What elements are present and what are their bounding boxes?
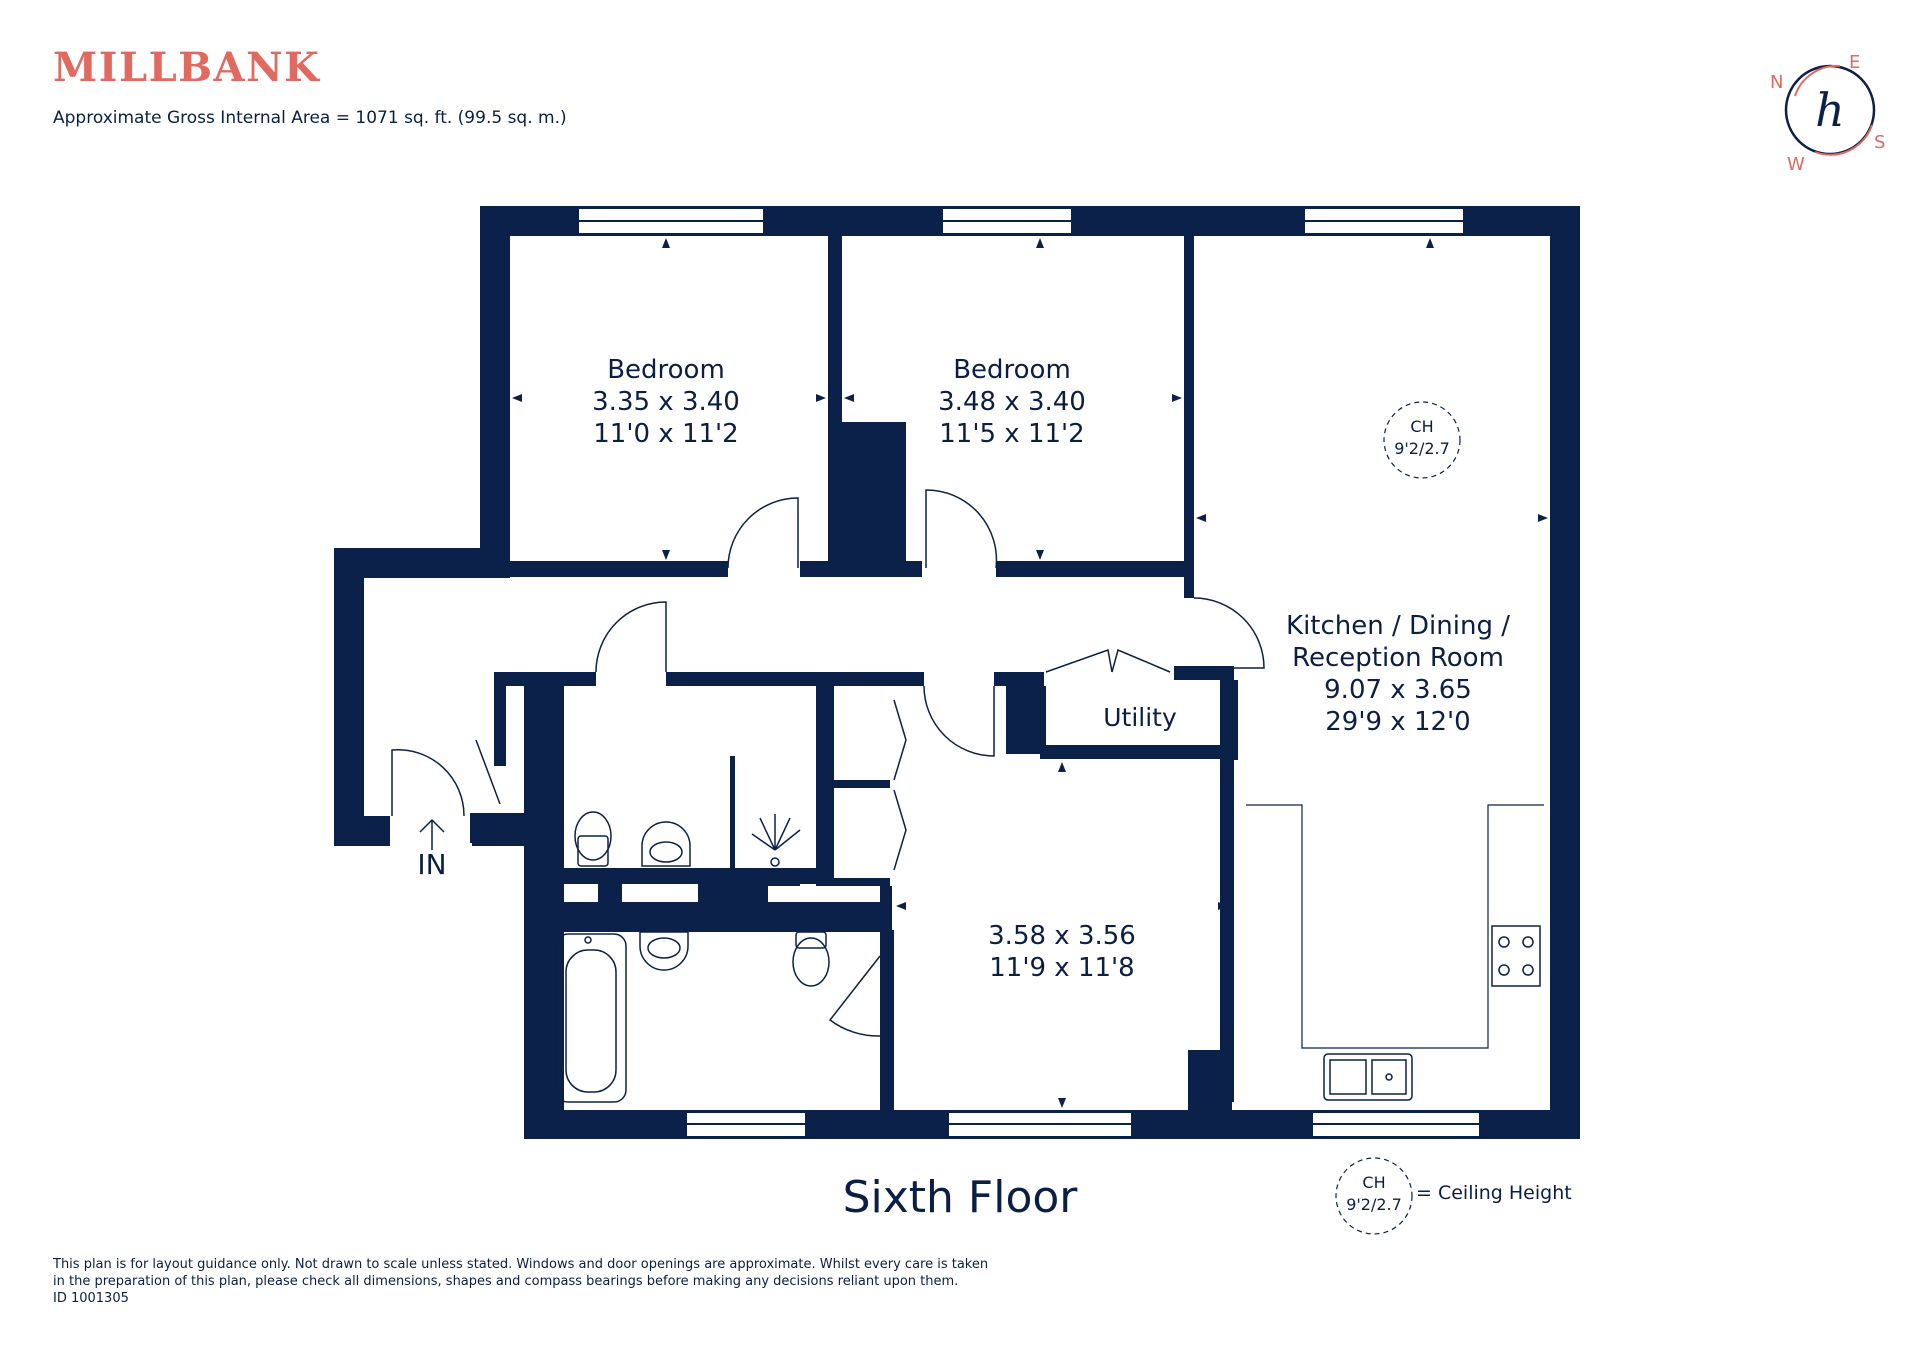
kitchen-worktop bbox=[1246, 804, 1544, 1049]
legend-ceiling-abbr: CH bbox=[1362, 1173, 1385, 1192]
kitchen-imperial: 29'9 x 12'0 bbox=[1325, 707, 1470, 737]
toilet-2-icon bbox=[792, 931, 830, 987]
plan-id: ID 1001305 bbox=[53, 1291, 129, 1306]
door-swings bbox=[391, 489, 1265, 1037]
compass-w: W bbox=[1787, 154, 1805, 175]
room-3-imperial: 11'9 x 11'8 bbox=[989, 953, 1134, 983]
bedroom-1-imperial: 11'0 x 11'2 bbox=[593, 419, 738, 449]
ceiling-height-marker: CH 9'2/2.7 bbox=[1383, 401, 1461, 479]
room-bedroom-3: 3.58 x 3.56 11'9 x 11'8 bbox=[988, 921, 1136, 983]
disclaimer-line-1: This plan is for layout guidance only. N… bbox=[53, 1257, 989, 1272]
legend-ceiling-value: 9'2/2.7 bbox=[1346, 1195, 1402, 1214]
bedroom-1-name: Bedroom bbox=[607, 355, 725, 385]
windows bbox=[577, 207, 1481, 1138]
basin-2-icon bbox=[639, 931, 689, 971]
kitchen-metric: 9.07 x 3.65 bbox=[1324, 675, 1472, 705]
disclaimer-line-2: in the preparation of this plan, please … bbox=[53, 1274, 959, 1289]
gross-internal-area: Approximate Gross Internal Area = 1071 s… bbox=[53, 108, 567, 128]
utility-label: Utility bbox=[1103, 703, 1177, 732]
compass-logo-glyph: h bbox=[1815, 83, 1845, 137]
room-kitchen: Kitchen / Dining / Reception Room 9.07 x… bbox=[1286, 611, 1510, 737]
toilet-icon bbox=[574, 811, 612, 867]
room-bedroom-2: Bedroom 3.48 x 3.40 11'5 x 11'2 bbox=[938, 355, 1086, 449]
brand-logo: MILLBANK bbox=[53, 44, 321, 91]
bedroom-1-metric: 3.35 x 3.40 bbox=[592, 387, 740, 417]
entrance-label: IN bbox=[417, 848, 446, 881]
shower-icon bbox=[751, 814, 801, 867]
legend-label: = Ceiling Height bbox=[1416, 1182, 1572, 1204]
ceiling-abbr: CH bbox=[1410, 417, 1433, 436]
kitchen-line-2: Reception Room bbox=[1292, 643, 1504, 673]
bedroom-2-imperial: 11'5 x 11'2 bbox=[939, 419, 1084, 449]
room-3-metric: 3.58 x 3.56 bbox=[988, 921, 1136, 951]
hob-icon bbox=[1491, 925, 1541, 987]
basin-icon bbox=[641, 821, 691, 867]
entrance-arrow-icon bbox=[419, 818, 445, 850]
room-bedroom-1: Bedroom 3.35 x 3.40 11'0 x 11'2 bbox=[592, 355, 740, 449]
compass-n: N bbox=[1770, 72, 1783, 93]
bedroom-2-name: Bedroom bbox=[953, 355, 1071, 385]
compass-e: E bbox=[1849, 52, 1860, 73]
floor-title: Sixth Floor bbox=[843, 1172, 1079, 1223]
compass-icon: h N E S W bbox=[1770, 52, 1885, 175]
bath-icon bbox=[555, 933, 627, 1103]
bedroom-2-metric: 3.48 x 3.40 bbox=[938, 387, 1086, 417]
compass-s: S bbox=[1874, 132, 1885, 153]
kitchen-sink-icon bbox=[1323, 1053, 1413, 1101]
sanitaryware bbox=[555, 811, 830, 1103]
ceiling-value: 9'2/2.7 bbox=[1394, 439, 1450, 458]
disclaimer: This plan is for layout guidance only. N… bbox=[53, 1256, 1053, 1307]
kitchen-line-1: Kitchen / Dining / bbox=[1286, 611, 1510, 641]
dimension-arrows bbox=[512, 238, 1548, 1108]
ceiling-height-legend: CH 9'2/2.7 = Ceiling Height bbox=[1335, 1157, 1572, 1235]
